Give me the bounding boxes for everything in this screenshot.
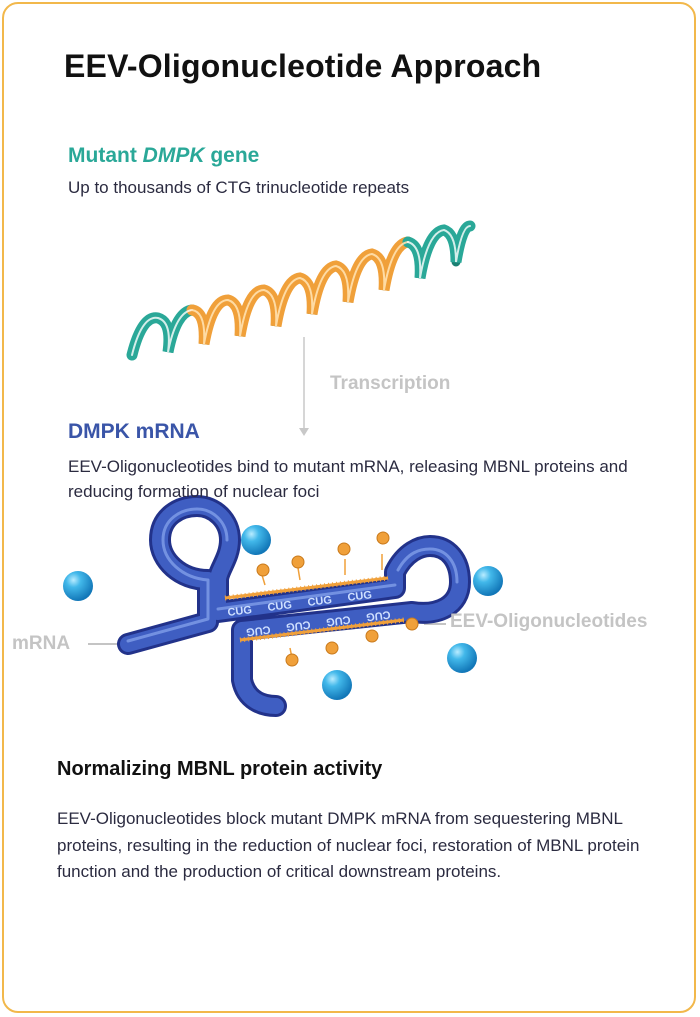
top-repeats: CUG CUG CUG CUG <box>227 589 373 619</box>
repeat-label: CUG <box>267 599 293 614</box>
mbnl-protein-sphere-icon <box>322 670 352 700</box>
gene-description: Up to thousands of CTG trinucleotide rep… <box>68 178 410 197</box>
repeat-label: CUG <box>325 613 351 628</box>
mbnl-protein-sphere-icon <box>63 571 93 601</box>
oligonucleotide-icon <box>224 554 412 659</box>
page-title: EEV-Oligonucleotide Approach <box>64 48 542 84</box>
gene-heading: Mutant DMPK gene <box>68 144 259 168</box>
mbnl-protein-sphere-icon <box>241 525 271 555</box>
mbnl-protein-spheres <box>63 525 503 700</box>
gene-heading-prefix: Mutant <box>68 144 143 167</box>
oligo-attachment-icons <box>256 531 419 667</box>
oligo-label: EEV-Oligonucleotides <box>450 611 648 632</box>
repeat-label: CUG <box>365 608 391 623</box>
repeat-label: CUG <box>307 594 333 609</box>
mrna-heading: DMPK mRNA <box>68 420 200 443</box>
dna-double-helix-icon <box>126 220 476 361</box>
mrna-hairpin-icon <box>117 495 471 717</box>
repeat-label: CUG <box>347 589 373 604</box>
repeat-label: CUG <box>227 604 253 619</box>
gene-heading-name: DMPK <box>142 144 205 167</box>
mrna-label: mRNA <box>12 633 71 654</box>
transcription-label: Transcription <box>330 373 451 394</box>
bottom-repeats: CUG CUG CUG CUG <box>245 608 391 638</box>
mbnl-protein-sphere-icon <box>473 566 503 596</box>
gene-heading-suffix: gene <box>204 144 260 167</box>
normalizing-description: EEV-Oligonucleotides block mutant DMPK m… <box>57 809 640 881</box>
normalizing-heading: Normalizing MBNL protein activity <box>57 758 383 780</box>
repeat-label: CUG <box>285 618 311 633</box>
repeat-label: CUG <box>245 623 271 638</box>
transcription-arrow <box>299 337 309 436</box>
mrna-description: EEV-Oligonucleotides bind to mutant mRNA… <box>68 457 628 501</box>
mbnl-protein-sphere-icon <box>447 643 477 673</box>
